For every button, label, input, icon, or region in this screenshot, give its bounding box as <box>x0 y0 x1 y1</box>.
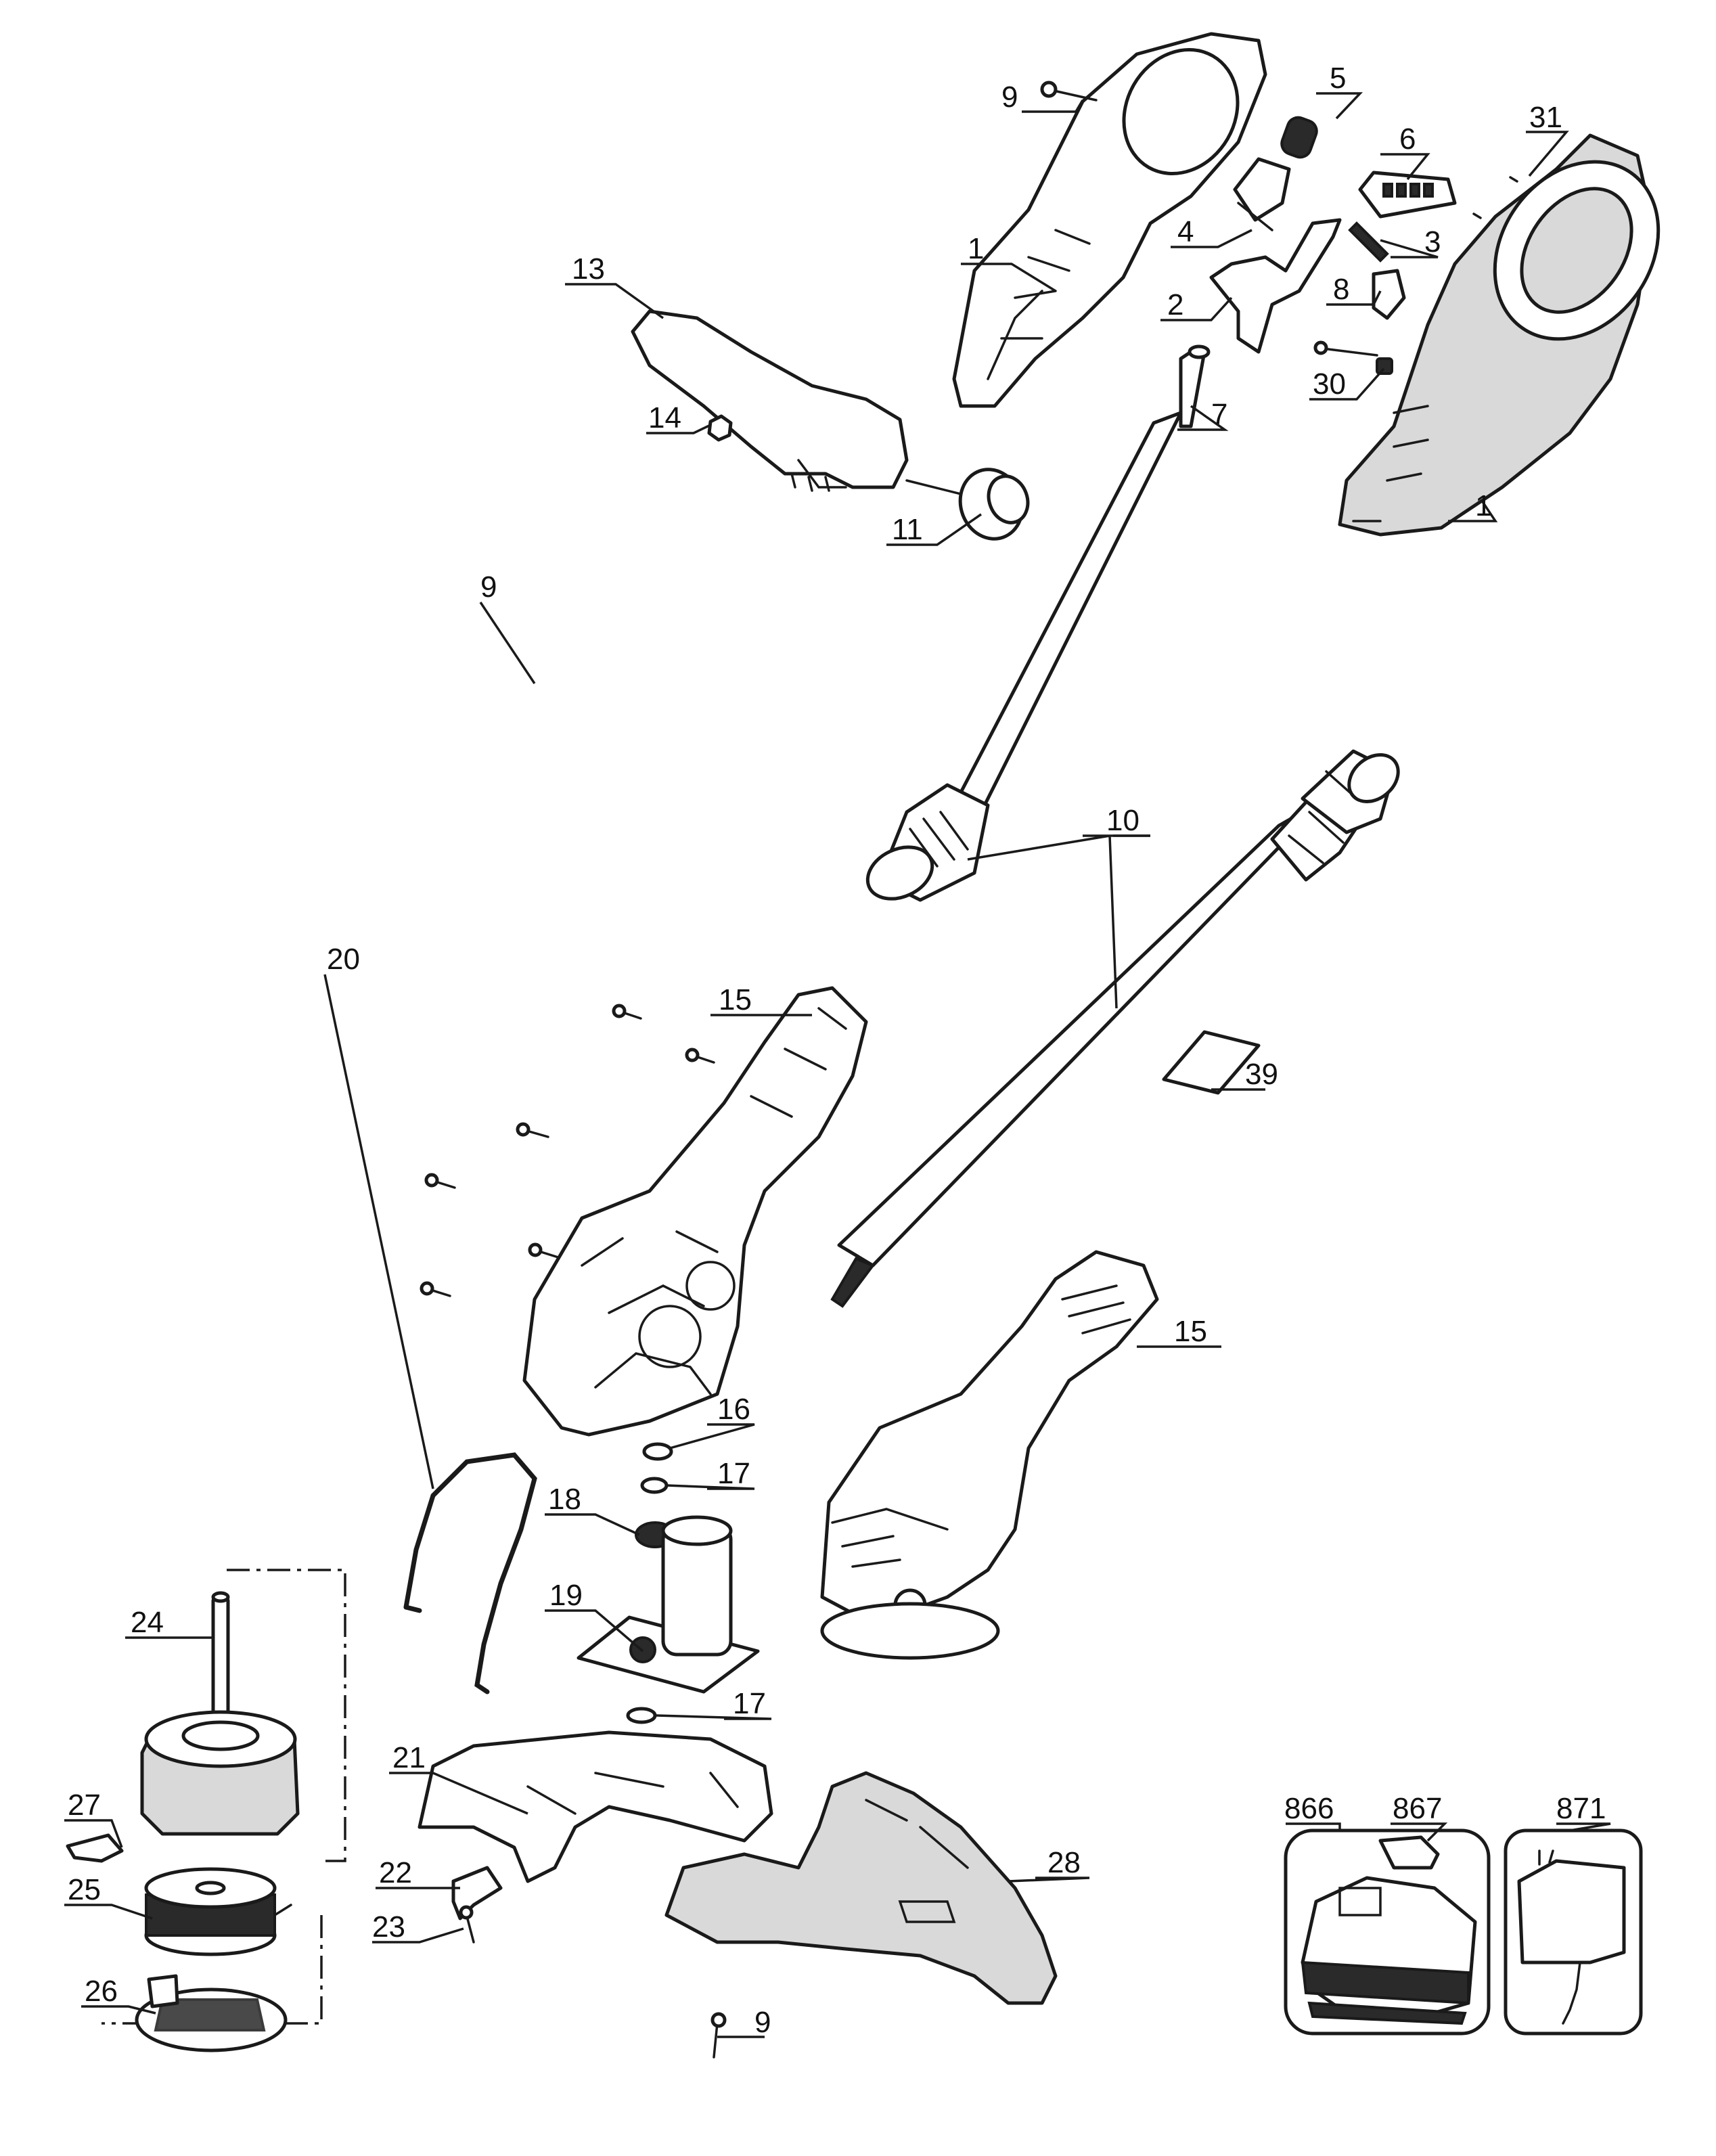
switch-board-part-6 <box>1358 171 1457 219</box>
callout-18: 18 <box>548 1483 581 1516</box>
callout-21: 21 <box>392 1741 426 1774</box>
callout-27: 27 <box>68 1789 101 1822</box>
callout-20: 20 <box>327 943 360 976</box>
callout-10: 10 <box>1106 804 1139 837</box>
callout-25: 25 <box>68 1873 101 1906</box>
spool-hub-part-24 <box>140 1710 300 1836</box>
callout-9-mid: 9 <box>480 570 497 604</box>
motor-part-19 <box>577 1515 760 1694</box>
callout-30: 30 <box>1313 367 1346 401</box>
callout-labels: 9 5 31 6 1 4 3 13 2 8 30 7 14 1 11 10 15… <box>68 62 1606 2039</box>
handle-housing-left <box>952 32 1267 408</box>
upper-tube-part-7 <box>952 344 1211 814</box>
callout-28: 28 <box>1047 1846 1081 1879</box>
washer-part-17-upper <box>640 1477 669 1494</box>
line-spool-part-25 <box>144 1867 292 1956</box>
callout-7: 7 <box>1211 398 1227 431</box>
washer-part-17-lower <box>626 1707 657 1724</box>
screw-part-9-bottom <box>710 2012 727 2059</box>
guard-wire-part-20 <box>403 1452 537 1694</box>
screw-part-9-top <box>1040 81 1098 102</box>
switch-lever-part-4 <box>1233 157 1291 231</box>
callout-1-right: 1 <box>1475 489 1491 522</box>
callout-13: 13 <box>572 252 605 286</box>
callout-11: 11 <box>892 513 923 546</box>
callout-22: 22 <box>379 1856 412 1889</box>
callout-14: 14 <box>648 401 681 434</box>
screw-part-30 <box>1313 340 1393 375</box>
callout-31: 31 <box>1529 101 1562 134</box>
callout-9-bottom: 9 <box>754 2006 771 2039</box>
callout-19: 19 <box>549 1579 583 1612</box>
callout-15-right: 15 <box>1174 1315 1207 1348</box>
handle-housing-right <box>1338 133 1661 537</box>
callout-17-lower: 17 <box>733 1687 766 1720</box>
callout-3: 3 <box>1424 225 1441 259</box>
spring-clip-part-27 <box>66 1833 124 1863</box>
callout-23: 23 <box>372 1910 405 1944</box>
leader-lines <box>64 92 1611 2038</box>
callout-1-left: 1 <box>968 232 984 265</box>
callout-26: 26 <box>85 1975 118 2008</box>
terminal-part-867 <box>1378 1835 1440 1870</box>
callout-5: 5 <box>1330 62 1346 95</box>
callout-39: 39 <box>1245 1058 1278 1091</box>
callout-2: 2 <box>1167 288 1183 321</box>
callout-8: 8 <box>1333 273 1349 306</box>
nut-part-14 <box>707 414 733 442</box>
pin-part-31 <box>1472 176 1518 219</box>
motor-housing-right-part-15 <box>820 1250 1159 1660</box>
clip-part-16 <box>642 1442 673 1461</box>
spool-shaft-part-24 <box>211 1591 230 1728</box>
lower-tube-part-10 <box>865 783 990 902</box>
callout-6: 6 <box>1399 122 1416 156</box>
callout-16: 16 <box>717 1393 750 1426</box>
spring-part-3 <box>1348 221 1389 263</box>
screw-part-23 <box>459 1905 475 1944</box>
callout-4: 4 <box>1177 215 1194 248</box>
spring-part-5 <box>1280 116 1318 159</box>
trigger-part-2 <box>1209 218 1342 354</box>
callout-871: 871 <box>1556 1792 1606 1825</box>
callout-15-top: 15 <box>719 983 752 1016</box>
extension-tube-part-10 <box>830 749 1400 1308</box>
callout-866: 866 <box>1284 1792 1334 1825</box>
battery-part-866 <box>1301 1876 1477 2025</box>
callout-867: 867 <box>1393 1792 1442 1825</box>
callout-24: 24 <box>131 1606 164 1639</box>
callout-9-top: 9 <box>1001 81 1018 114</box>
label-part-39 <box>1162 1030 1261 1095</box>
screw-part-9-set <box>420 1004 715 1297</box>
guard-part-21 <box>417 1730 773 1883</box>
lower-guard-part-28 <box>664 1771 1058 2005</box>
charger-part-871 <box>1517 1849 1626 2025</box>
motor-housing-left-part-15 <box>522 986 868 1437</box>
spool-cap-part-26 <box>135 1974 288 2052</box>
callout-17-upper: 17 <box>717 1457 750 1490</box>
knob-part-11 <box>905 468 1030 541</box>
